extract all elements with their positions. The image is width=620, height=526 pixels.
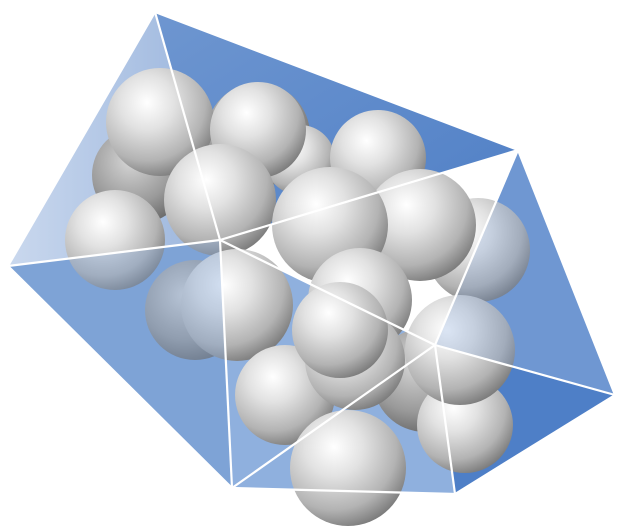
front-face-lower-left — [8, 240, 232, 488]
sphere — [290, 410, 406, 526]
sphere — [292, 282, 388, 378]
